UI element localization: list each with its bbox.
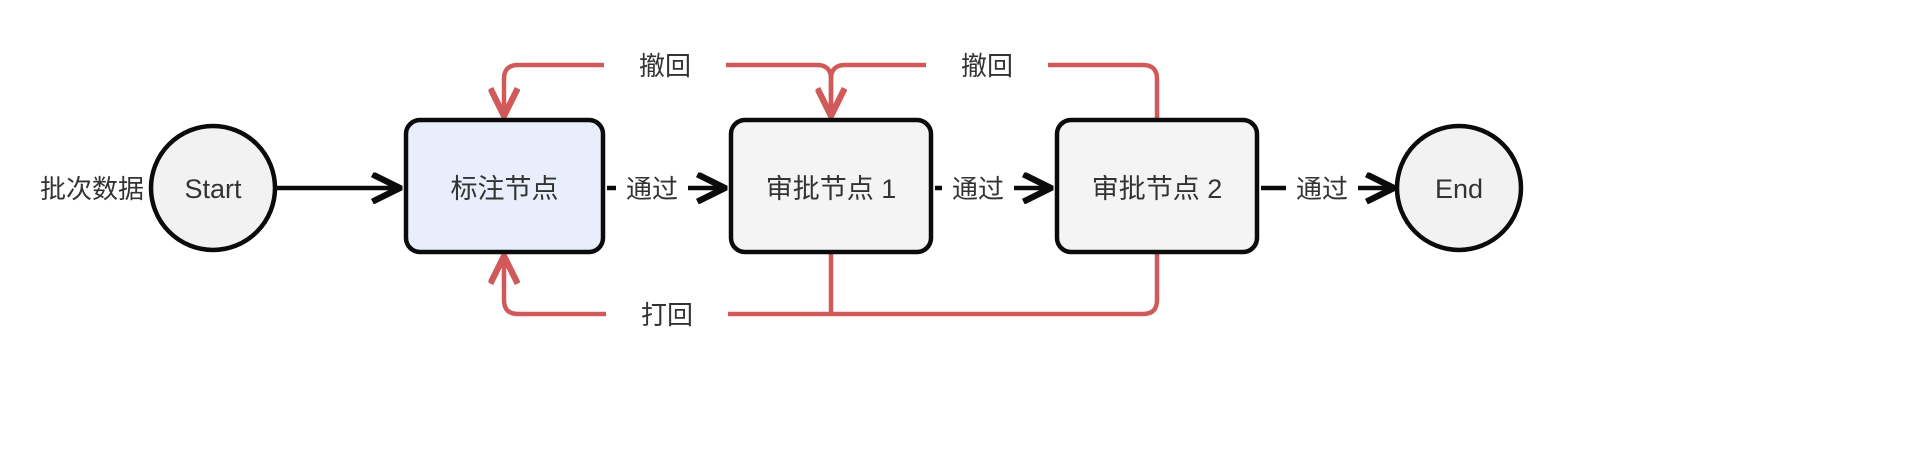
node-approve1-shape <box>728 117 934 255</box>
edge-return-approve2-to-annotate-tail <box>504 260 606 317</box>
edge-label-return: 打回 <box>630 296 704 332</box>
edge-label-withdraw-1: 撤回 <box>628 47 702 83</box>
edge-label-withdraw-1-bg <box>628 47 702 83</box>
node-annotate-shape <box>403 117 606 255</box>
edge-return-approve2-to-annotate <box>728 252 1160 317</box>
edge-label-return-text: 打回 <box>641 300 693 330</box>
edge-withdraw-approve2-to-approve1 <box>1048 62 1160 120</box>
node-start-label: Start <box>184 174 242 204</box>
edge-label-pass-3-bg <box>1286 170 1358 206</box>
edge-label-pass-2-text: 通过 <box>952 174 1004 204</box>
edge-label-pass-3: 通过 <box>1286 170 1358 206</box>
edge-label-pass-1-text: 通过 <box>626 174 678 204</box>
node-approve1-label: 审批节点 1 <box>766 174 897 204</box>
edge-label-pass-1: 通过 <box>616 170 688 206</box>
edge-withdraw-approve2-to-approve1-tail <box>831 62 926 112</box>
node-start-shape <box>148 123 278 253</box>
node-start[interactable]: Start <box>148 123 278 253</box>
node-annotate[interactable]: 标注节点 <box>403 117 606 255</box>
node-approve2[interactable]: 审批节点 2 <box>1054 117 1260 255</box>
edge-label-withdraw-2: 撤回 <box>950 47 1024 83</box>
edge-label-withdraw-2-text: 撤回 <box>961 51 1013 81</box>
node-end-label: End <box>1435 174 1483 204</box>
node-approve2-shape <box>1054 117 1260 255</box>
node-end[interactable]: End <box>1394 123 1524 253</box>
node-end-shape <box>1394 123 1524 253</box>
edge-label-return-bg <box>630 296 704 332</box>
edge-label-pass-2-bg <box>942 170 1014 206</box>
edge-label-pass-3-text: 通过 <box>1296 174 1348 204</box>
label-batch-data: 批次数据 <box>40 174 144 204</box>
edge-label-withdraw-1-text: 撤回 <box>639 51 691 81</box>
edge-withdraw-approve1-to-annotate <box>726 62 834 120</box>
edge-label-pass-2: 通过 <box>942 170 1014 206</box>
node-annotate-label: 标注节点 <box>451 174 559 204</box>
edge-withdraw-approve1-to-annotate-tail <box>504 62 604 112</box>
edge-label-pass-1-bg <box>616 170 688 206</box>
edge-label-withdraw-2-bg <box>950 47 1024 83</box>
node-approve1[interactable]: 审批节点 1 <box>728 117 934 255</box>
node-approve2-label: 审批节点 2 <box>1092 174 1223 204</box>
